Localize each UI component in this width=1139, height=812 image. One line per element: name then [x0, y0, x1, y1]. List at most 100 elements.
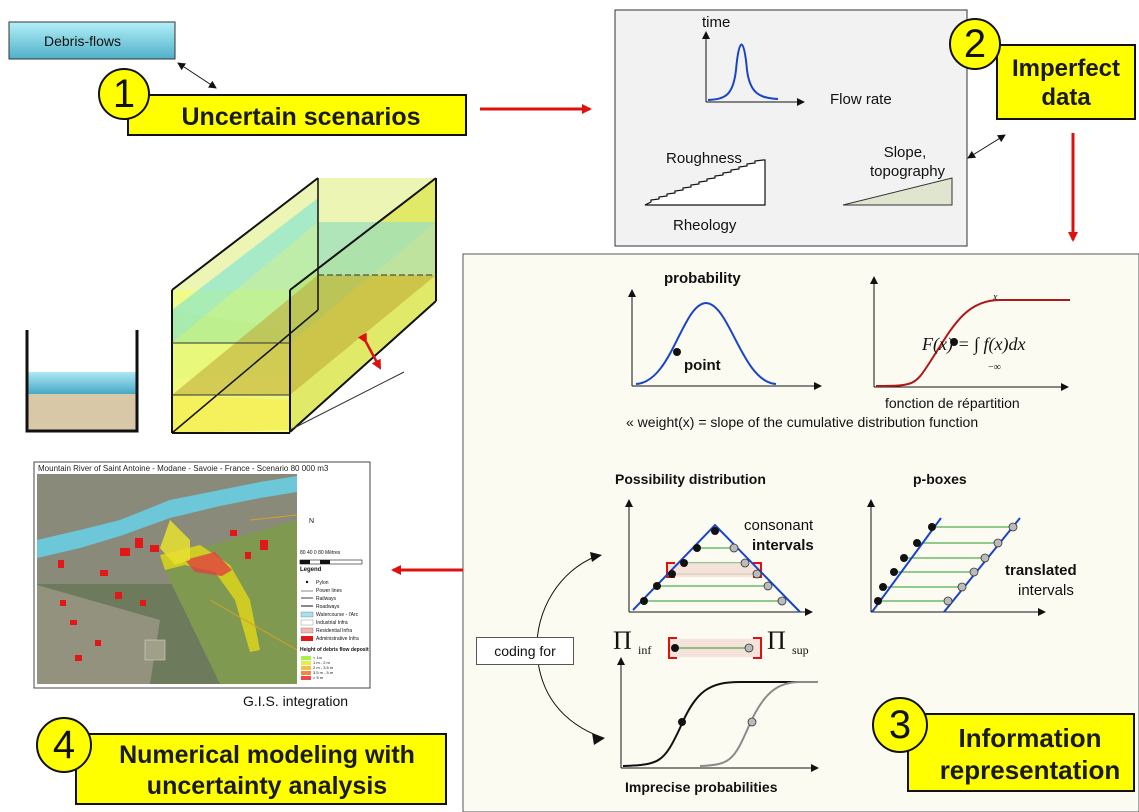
pbox-right-points	[943, 522, 1018, 606]
pi-bracket-left	[668, 637, 677, 659]
gis-scale-label: 80 40 0 80 Mètres	[300, 550, 341, 556]
gis-legend-item: Railways	[316, 596, 337, 602]
step3-title-line2: representation	[939, 755, 1121, 785]
slope-label: Slope, topography	[870, 143, 946, 181]
poss-triangle	[632, 523, 801, 613]
weight-note: « weight(x) = slope of the cumulative di…	[626, 414, 979, 430]
pi-inf-symbol: Π	[613, 626, 632, 655]
gis-deposit-item: 2 m - 3.5 m	[313, 665, 334, 670]
cdf-integral-lower: −∞	[988, 362, 1001, 373]
intervals-label: intervals	[752, 537, 814, 554]
step1-box: Uncertain scenarios	[127, 94, 467, 136]
gis-legend-item: Residential Infra	[316, 628, 353, 634]
pdf-point	[673, 348, 681, 356]
gis-map-image	[37, 474, 298, 684]
hydrograph-curve	[707, 43, 779, 101]
pi-bracket-right	[753, 637, 762, 659]
roughness-label: Roughness	[666, 150, 742, 167]
flow-rate-label: Flow rate	[830, 91, 892, 108]
step2-title-line2: data	[1041, 84, 1091, 111]
step2-box: Imperfect data	[996, 44, 1136, 120]
pi-sup-subscript: sup	[792, 643, 809, 657]
probability-heading: probability	[664, 270, 741, 287]
imprecise-heading: Imprecise probabilities	[625, 779, 778, 795]
coding-arc-head-top	[590, 552, 602, 562]
possibility-heading: Possibility distribution	[615, 471, 766, 487]
gis-deposit-title: Height of debris flow deposit	[300, 647, 369, 653]
channel-3d	[171, 177, 437, 434]
pbox-right-line	[943, 517, 1021, 613]
pi-inf-subscript: inf	[638, 643, 652, 657]
slope-label-line1: Slope,	[883, 144, 927, 161]
slope-triangle	[842, 177, 953, 206]
poss-highlight	[667, 563, 761, 577]
gis-legend-item: Pylon	[316, 580, 329, 586]
pbox-intervals	[874, 526, 1013, 602]
point-label: point	[684, 357, 721, 374]
cdf-point	[950, 338, 958, 346]
gis-legend-item: Power lines	[316, 588, 342, 594]
debris-flows-box	[8, 21, 176, 60]
gis-legend-swatches	[300, 580, 314, 680]
step4-number-circle: 4	[36, 717, 92, 773]
gis-legend-item: Watercourse - l'Arc	[316, 612, 359, 618]
pdf-curve	[635, 301, 777, 385]
step3-title-line1: Information	[958, 723, 1102, 753]
gis-north-label: N	[309, 518, 315, 525]
data-panel	[614, 9, 968, 247]
gis-deposit-item: 1 m - 2 m	[313, 660, 330, 665]
step1-title: Uncertain scenarios	[181, 103, 421, 131]
imprecise-point-upper	[747, 717, 757, 727]
pbox-left-line	[871, 517, 942, 613]
gis-legend-item: Roadways	[316, 604, 340, 610]
translated-label: translated	[1005, 562, 1077, 579]
imprecise-point-lower	[678, 718, 686, 726]
step3-number-circle: 3	[872, 697, 928, 753]
cdf-integral-upper: x	[993, 292, 998, 303]
gis-legend-list: Pylon Power lines Railways Roadways Wate…	[316, 579, 359, 643]
step2-title-line1: Imperfect	[1011, 55, 1121, 82]
step2-number-circle: 2	[949, 18, 1001, 70]
consonant-label: consonant	[744, 517, 814, 534]
pi-point-sup	[744, 643, 754, 653]
slope-label-line2: topography	[870, 163, 946, 180]
cross-section-soil	[27, 393, 137, 431]
gis-legend-item: Administrative Infra	[316, 636, 359, 642]
data-link-arrow	[967, 134, 1006, 159]
gis-scale-bar	[299, 559, 363, 565]
gis-legend-item: Industrial Infra	[316, 620, 348, 626]
cdf-formula: F(x) = ∫ f(x)dx	[922, 334, 1026, 354]
pboxes-heading: p-boxes	[913, 471, 967, 487]
gis-deposit-item: > 5 m	[313, 675, 324, 680]
gis-caption: G.I.S. integration	[243, 693, 349, 709]
gis-legend-title: Legend	[300, 567, 322, 573]
step1-number-circle: 1	[98, 68, 150, 120]
coding-for-label: coding for	[494, 643, 556, 659]
pi-sup-symbol: Π	[767, 626, 786, 655]
cross-section-walls	[25, 330, 139, 433]
imprecise-upper-curve	[699, 681, 818, 767]
imprecise-lower-curve	[622, 681, 818, 767]
cross-section-water	[27, 372, 137, 394]
coding-arc-head-bottom	[592, 733, 605, 745]
gis-map-title: Mountain River of Saint Antoine - Modane…	[38, 464, 329, 473]
pi-point-inf	[671, 644, 679, 652]
step4-box: Numerical modeling with uncertainty anal…	[75, 733, 447, 805]
translated-intervals-label: intervals	[1018, 582, 1074, 599]
coding-for-box: coding for	[476, 637, 574, 665]
rheology-label: Rheology	[673, 217, 737, 234]
debris-link-arrow	[177, 62, 217, 89]
roughness-profile	[644, 159, 766, 206]
step4-title-line1: Numerical modeling with	[119, 741, 415, 769]
gis-deposit-list: < 1m 1 m - 2 m 2 m - 3.5 m 3.5 m - 5 m >…	[313, 655, 333, 680]
debris-flows-label: Debris-flows	[44, 33, 122, 49]
poss-left-points	[640, 527, 719, 605]
step3-box: Information representation	[907, 713, 1135, 792]
pbox-left-points	[874, 523, 936, 605]
step4-title-line2: uncertainty analysis	[146, 772, 388, 800]
gis-deposit-item: < 1m	[313, 655, 323, 660]
cdf-curve	[875, 299, 1070, 387]
time-label: time	[702, 14, 731, 31]
poss-right-points	[729, 543, 787, 606]
fonction-label: fonction de répartition	[885, 395, 1020, 411]
